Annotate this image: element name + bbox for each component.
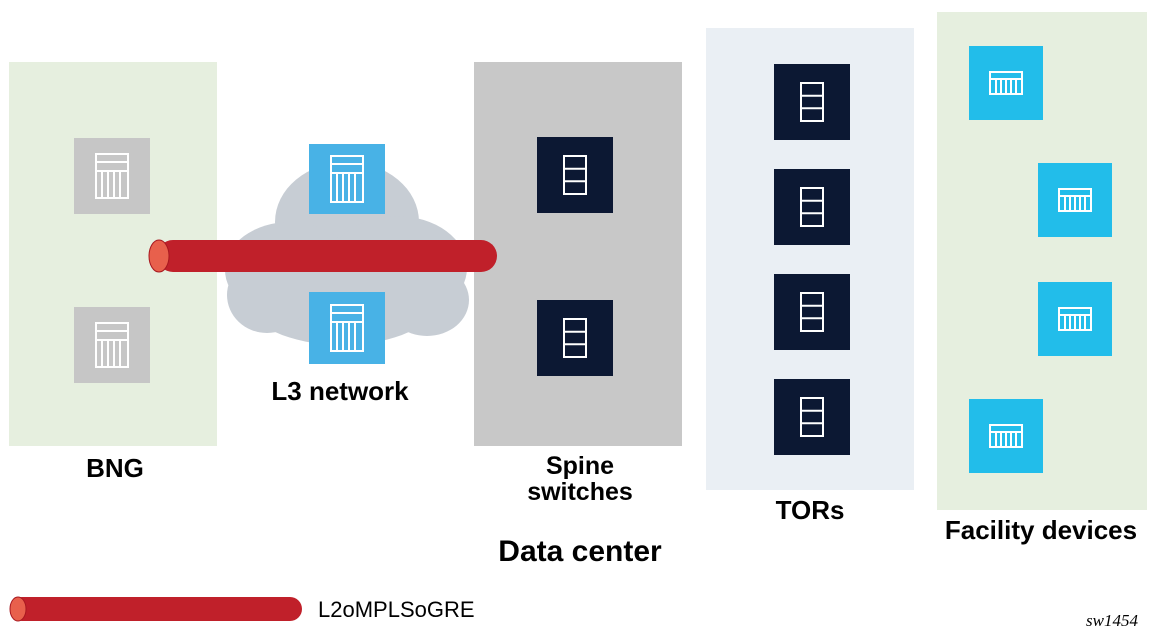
- l2ompls-tunnel: [148, 239, 497, 273]
- l3-router-icon: [309, 292, 385, 364]
- spine-switch-icon: [537, 300, 613, 376]
- legend-tunnel-swatch: [9, 596, 302, 622]
- l3-router-icon: [309, 144, 385, 214]
- spine-switches-label: Spine switches: [500, 453, 660, 506]
- facility-device-icon: [969, 399, 1043, 473]
- spine-label-line2: switches: [527, 478, 633, 507]
- figure-id: sw1454: [1086, 611, 1138, 630]
- facility-device-icon: [1038, 163, 1112, 237]
- spine-label-line1: Spine: [545, 452, 615, 480]
- spine-switch-icon: [537, 137, 613, 213]
- bng-router-icon: [74, 307, 150, 383]
- l3-network-label: L3 network: [271, 376, 409, 406]
- bng-label: BNG: [86, 453, 144, 483]
- facility-devices-label: Facility devices: [944, 515, 1138, 545]
- facility-device-icon: [969, 46, 1043, 120]
- tor-switch-icon: [774, 379, 850, 455]
- facility-device-icon: [1038, 282, 1112, 356]
- legend-tunnel-label: L2oMPLSoGRE: [318, 597, 475, 622]
- tor-switch-icon: [774, 169, 850, 245]
- tor-switch-icon: [774, 64, 850, 140]
- tors-label: TORs: [775, 495, 845, 525]
- bng-router-icon: [74, 138, 150, 214]
- data-center-label: Data center: [498, 535, 662, 568]
- spine-panel: [474, 62, 682, 446]
- tor-switch-icon: [774, 274, 850, 350]
